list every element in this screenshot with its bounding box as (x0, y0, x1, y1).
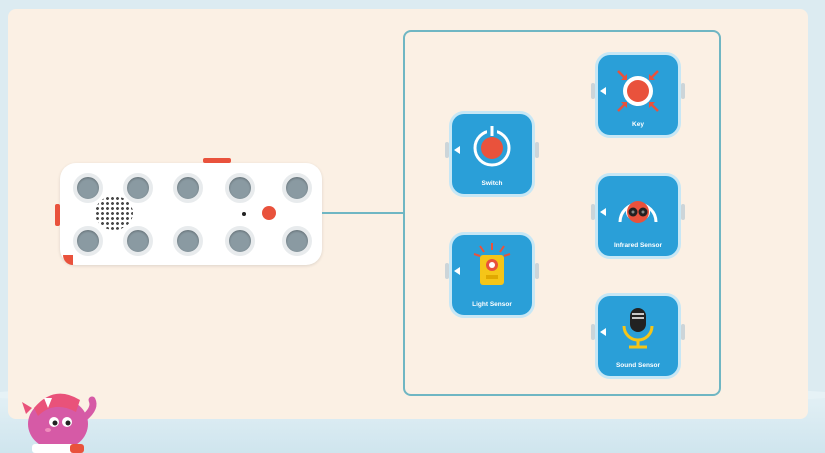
card-pin (591, 324, 595, 340)
card-pin (681, 204, 685, 220)
board-red-button[interactable] (262, 206, 276, 220)
key-module-card[interactable]: Key (591, 55, 685, 135)
infrared-sensor-label: Infrared Sensor (613, 242, 663, 249)
light-sensor-module-card[interactable]: Light Sensor (445, 235, 539, 315)
board-port[interactable] (73, 226, 103, 256)
board-port[interactable] (173, 226, 203, 256)
board-port[interactable] (173, 173, 203, 203)
arrow-left-icon (600, 87, 606, 95)
infrared-sensor-icon (618, 201, 658, 223)
infrared-sensor-module-card[interactable]: Infrared Sensor (591, 176, 685, 256)
pushbutton-icon (617, 70, 659, 112)
connector-line (322, 212, 404, 214)
card-pin (591, 83, 595, 99)
light-sensor-icon (473, 243, 511, 285)
light-sensor-label: Light Sensor (472, 301, 512, 308)
speaker-grille-icon (95, 196, 133, 230)
board-port[interactable] (282, 173, 312, 203)
board-top-connector (203, 158, 231, 163)
sound-sensor-label: Sound Sensor (615, 362, 661, 369)
board-left-connector (55, 204, 60, 226)
card-pin (535, 263, 539, 279)
microphone-icon (622, 308, 654, 349)
card-pin (445, 263, 449, 279)
arrow-left-icon (600, 328, 606, 336)
board-port[interactable] (225, 173, 255, 203)
arrow-left-icon (600, 208, 606, 216)
sound-sensor-module-card[interactable]: Sound Sensor (591, 296, 685, 376)
board-port[interactable] (123, 226, 153, 256)
switch-label: Switch (481, 180, 503, 187)
board-port[interactable] (73, 173, 103, 203)
modules-frame (403, 30, 721, 396)
indicator-dot (242, 212, 246, 216)
card-pin (445, 142, 449, 158)
switch-module-card[interactable]: Switch (445, 114, 539, 194)
card-pin (591, 204, 595, 220)
board-corner-connector (63, 255, 73, 265)
arrow-left-icon (454, 267, 460, 275)
card-pin (681, 324, 685, 340)
board-port[interactable] (123, 173, 153, 203)
mascot-character (22, 393, 97, 453)
board-port[interactable] (225, 226, 255, 256)
card-pin (681, 83, 685, 99)
card-pin (535, 142, 539, 158)
board-port[interactable] (282, 226, 312, 256)
arrow-left-icon (454, 146, 460, 154)
power-button-icon (473, 126, 511, 167)
key-label: Key (632, 121, 644, 128)
